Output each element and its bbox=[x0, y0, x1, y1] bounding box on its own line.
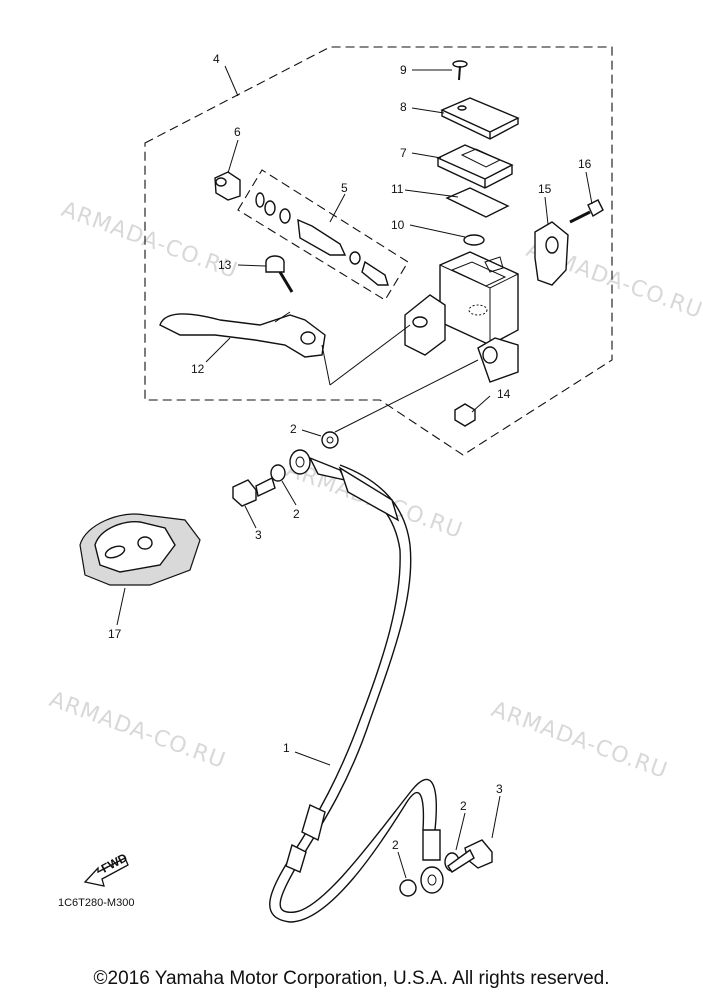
callout-label: 2 bbox=[290, 422, 297, 436]
callout-label: 13 bbox=[218, 258, 232, 272]
callout-label: 4 bbox=[213, 52, 220, 66]
piston-kit-outline bbox=[237, 169, 409, 301]
callout-label: 3 bbox=[255, 528, 262, 542]
leader-lines bbox=[205, 65, 593, 433]
callout-label: 16 bbox=[578, 157, 592, 171]
washer-part bbox=[321, 431, 339, 449]
diagram-code: 1C6T280-M300 bbox=[58, 897, 134, 909]
diaphragm-holder bbox=[436, 144, 514, 189]
callout-label: 14 bbox=[497, 387, 511, 401]
hose-lower-fitting bbox=[399, 839, 493, 897]
callout-label: 9 bbox=[400, 63, 407, 77]
pivot-bolt bbox=[265, 255, 294, 293]
callout-label: 2 bbox=[293, 507, 300, 521]
master-cylinder-body bbox=[404, 251, 519, 383]
clamp-bolt bbox=[569, 199, 604, 224]
callout-label: 10 bbox=[391, 218, 405, 232]
reservoir-cap bbox=[440, 97, 520, 140]
callout-label: 1 bbox=[283, 741, 290, 755]
piston-kit bbox=[255, 192, 389, 286]
screw-part bbox=[452, 60, 468, 81]
forward-arrow: FWD bbox=[83, 850, 130, 887]
union-bolt bbox=[232, 477, 276, 529]
callout-label: 2 bbox=[392, 838, 399, 852]
watermark: ARMADA-CO.RU bbox=[58, 197, 241, 284]
callout-label: 17 bbox=[108, 627, 122, 641]
callout-label: 3 bbox=[496, 782, 503, 796]
leader-lines-lower bbox=[294, 751, 501, 879]
callout-label: 7 bbox=[400, 146, 407, 160]
callout-label: 2 bbox=[460, 799, 467, 813]
float-part bbox=[463, 234, 485, 246]
callout-label: 6 bbox=[234, 125, 241, 139]
callout-label: 12 bbox=[191, 362, 205, 376]
washer-part bbox=[270, 464, 286, 482]
callout-label: 8 bbox=[400, 100, 407, 114]
callout-label: 11 bbox=[391, 182, 404, 196]
diaphragm bbox=[445, 187, 510, 218]
lever-guard bbox=[79, 513, 201, 626]
brake-hose bbox=[269, 464, 441, 923]
watermark: ARMADA-CO.RU bbox=[46, 687, 229, 774]
assembly-outline bbox=[144, 46, 613, 456]
watermark: ARMADA-CO.RU bbox=[488, 697, 671, 784]
callout-label: 5 bbox=[341, 181, 348, 195]
copyright-notice: ©2016 Yamaha Motor Corporation, U.S.A. A… bbox=[93, 968, 610, 989]
callout-label: 15 bbox=[538, 182, 552, 196]
brake-lever bbox=[159, 313, 326, 358]
nut-part bbox=[454, 403, 476, 427]
